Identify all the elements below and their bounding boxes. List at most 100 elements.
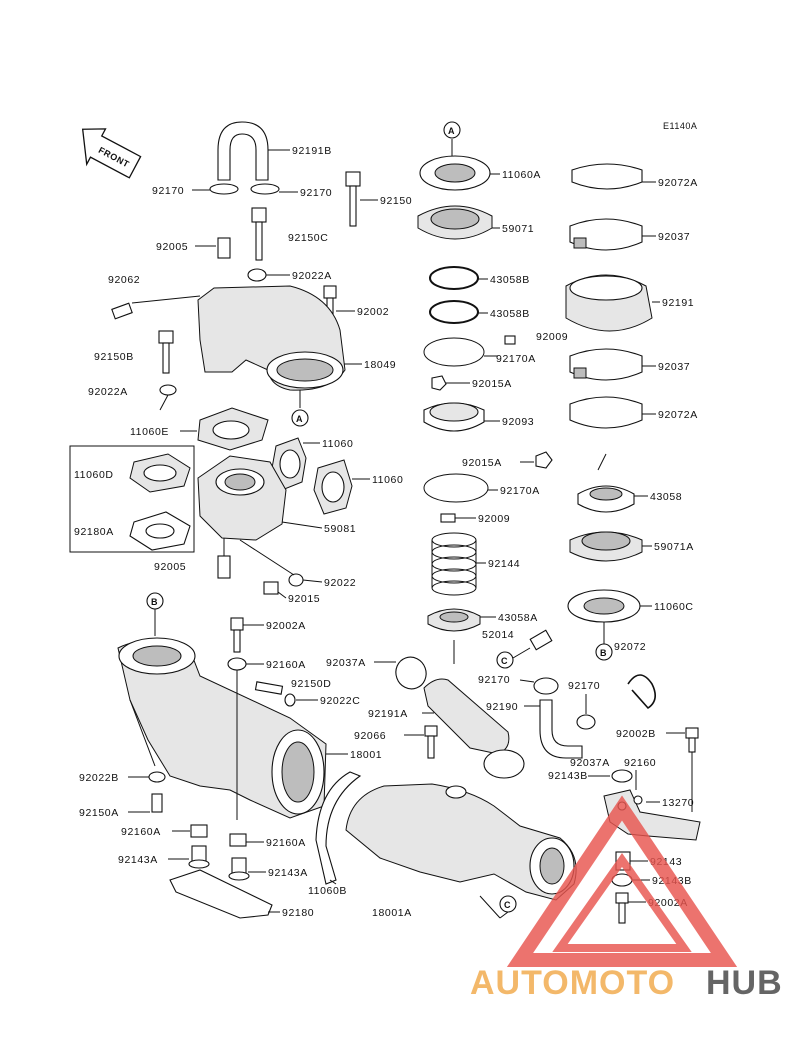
clamp-92170-right (250, 183, 280, 195)
label-92160: 92160 (624, 757, 656, 769)
duct-92191a (423, 678, 510, 755)
svg-text:A: A (448, 126, 455, 136)
inset-box (69, 445, 195, 553)
bolt-92015 (263, 581, 279, 595)
collar-92160a-bottom (229, 833, 247, 847)
svg-text:A: A (296, 414, 303, 424)
label-92170-mid2: 92170 (568, 680, 600, 692)
label-92072: 92072 (614, 641, 646, 653)
label-92072a-bottom: 92072A (658, 409, 698, 421)
label-59081: 59081 (324, 523, 356, 535)
label-92066: 92066 (354, 730, 386, 742)
bolt-92002b (685, 727, 699, 739)
screw-92009-bottom (440, 513, 456, 523)
clamp-92170-left (209, 183, 239, 195)
label-92170-left: 92170 (152, 185, 184, 197)
label-92150c: 92150C (288, 232, 328, 244)
washer-92022a-left (159, 384, 177, 396)
label-92143a-left: 92143A (118, 854, 158, 866)
collar-92160a-mid (190, 824, 208, 838)
label-18001: 18001 (350, 749, 382, 761)
ref-a-top (443, 121, 461, 139)
label-92180a: 92180A (74, 526, 114, 538)
label-92191b: 92191B (292, 145, 332, 157)
label-18049: 18049 (364, 359, 396, 371)
svg-text:C: C (504, 900, 511, 910)
label-92143a-right: 92143A (268, 867, 308, 879)
watermark-part2: HUB (706, 964, 783, 1002)
nut-92015a-a (431, 375, 447, 391)
label-11060c: 11060C (654, 601, 694, 613)
gasket-11060b (315, 771, 362, 885)
pin-92062 (111, 302, 133, 320)
nozzle-52014 (529, 629, 553, 651)
diagram-code: E1140A (663, 121, 697, 131)
plate-92180 (169, 869, 273, 919)
label-11060e: 11060E (130, 426, 169, 438)
label-43058b-a: 43058B (490, 274, 530, 286)
label-92009-bottom: 92009 (478, 513, 510, 525)
label-92022a-left: 92022A (88, 386, 128, 398)
label-11060d: 11060D (74, 469, 114, 481)
bolt-92150d (254, 681, 284, 695)
bolt-92066 (424, 725, 438, 737)
label-92160a-mid: 92160A (121, 826, 161, 838)
washer-92022a-top (247, 268, 267, 282)
label-92191a: 92191A (368, 708, 408, 720)
label-92022: 92022 (324, 577, 356, 589)
bolt-92150c (251, 207, 267, 223)
label-92150b: 92150B (94, 351, 134, 363)
ring-92072 (627, 674, 656, 710)
label-92015a-b: 92015A (462, 457, 502, 469)
label-92002a-top: 92002A (266, 620, 306, 632)
seal-43058b-b (429, 300, 479, 324)
spring-92144 (431, 532, 477, 596)
label-92093: 92093 (502, 416, 534, 428)
bushing-92143b-top (611, 769, 633, 783)
fitting-92005-bottom (217, 555, 231, 579)
label-92022a-top: 92022A (292, 270, 332, 282)
label-92062: 92062 (108, 274, 140, 286)
label-11060-b: 11060 (372, 474, 403, 486)
label-92002b: 92002B (616, 728, 656, 740)
label-43058a: 43058A (498, 612, 538, 624)
label-92160a-top: 92160A (266, 659, 306, 671)
label-92150d: 92150D (291, 678, 331, 690)
label-92022c: 92022C (320, 695, 360, 707)
watermark-part1: AUTOMOTO (470, 964, 675, 1002)
hose-92191b (217, 121, 269, 181)
clamp-92170-mid (533, 677, 559, 695)
svg-text:B: B (600, 648, 607, 658)
bolt-92150b (158, 330, 174, 344)
label-92150: 92150 (380, 195, 412, 207)
bolt-92150 (345, 171, 361, 187)
nut-92015a-b (535, 451, 553, 469)
washer-92022 (288, 573, 304, 587)
screw-92009-right (504, 335, 516, 345)
hose-92190 (539, 699, 583, 759)
bolt-92002 (323, 285, 337, 299)
label-92037a-bottom: 92037A (570, 757, 610, 769)
label-92005-top: 92005 (156, 241, 188, 253)
ring-92072a-bottom (569, 396, 643, 429)
label-92015a-a: 92015A (472, 378, 512, 390)
label-11060a: 11060A (502, 169, 541, 181)
fitting-92005-top (217, 237, 231, 259)
label-92002: 92002 (357, 306, 389, 318)
clamp-92037a-bottom (483, 749, 525, 779)
label-92005-bottom: 92005 (154, 561, 186, 573)
ref-c-mid (496, 651, 514, 669)
label-92015: 92015 (288, 593, 320, 605)
bolt-92150a (151, 793, 163, 813)
ref-b-right (595, 643, 613, 661)
circlip-92170a-b (423, 473, 489, 503)
label-92170-right: 92170 (300, 187, 332, 199)
label-92072a-top: 92072A (658, 177, 698, 189)
label-92170-mid: 92170 (478, 674, 510, 686)
label-92037-bottom: 92037 (658, 361, 690, 373)
label-59071a: 59071A (654, 541, 694, 553)
washer-92022c (284, 693, 296, 707)
collar-92160a-top (227, 657, 247, 671)
label-92160a-bottom: 92160A (266, 837, 306, 849)
